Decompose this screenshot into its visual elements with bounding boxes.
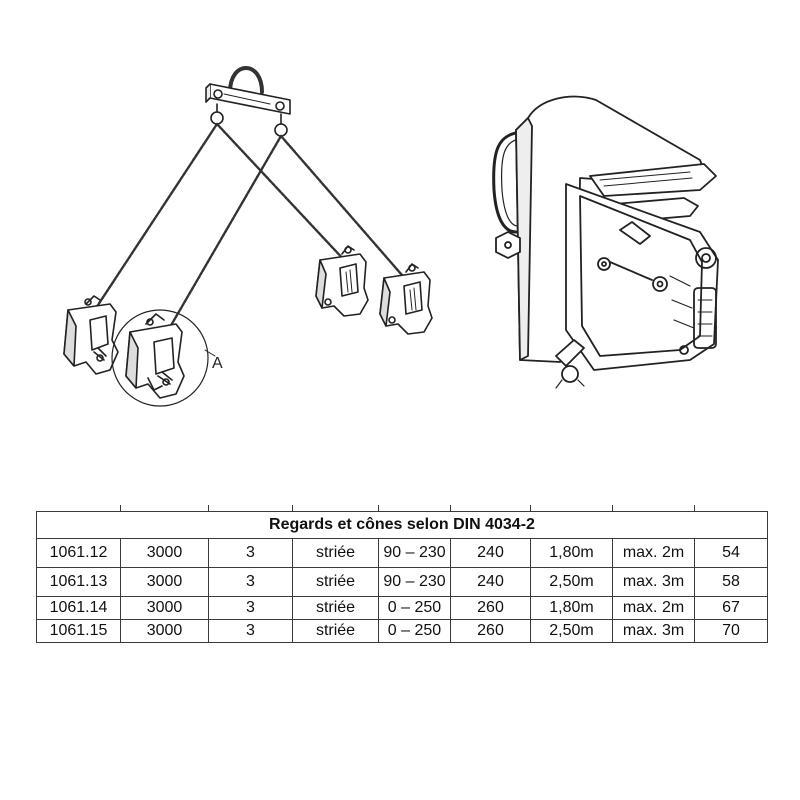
- cell-range: 0 – 250: [378, 619, 451, 643]
- clamp-mid-right-2: [379, 263, 433, 335]
- cell-diameter: max. 3m: [612, 567, 695, 597]
- cell-chain-length: 2,50m: [530, 619, 613, 643]
- detail-label-a: A: [212, 355, 223, 372]
- cell-article: 1061.14: [36, 596, 121, 620]
- cell-weight: 67: [694, 596, 768, 620]
- clamp-far-left: [63, 295, 119, 375]
- cell-article: 1061.13: [36, 567, 121, 597]
- cell-load: 3000: [120, 567, 209, 597]
- cell-weight: 58: [694, 567, 768, 597]
- cell-factor: 3: [208, 538, 293, 568]
- cell-diameter: max. 2m: [612, 596, 695, 620]
- cell-jaw: striée: [292, 619, 379, 643]
- table-caption: Regards et cônes selon DIN 4034-2: [36, 511, 768, 539]
- cell-load: 3000: [120, 596, 209, 620]
- cell-article: 1061.12: [36, 538, 121, 568]
- cell-load: 3000: [120, 619, 209, 643]
- cell-range: 90 – 230: [378, 538, 451, 568]
- cell-opening: 240: [450, 538, 531, 568]
- table-row: 1061.12 3000 3 striée 90 – 230 240 1,80m…: [36, 538, 768, 568]
- table-top-ticks: [36, 505, 768, 512]
- cell-opening: 260: [450, 596, 531, 620]
- cell-chain-length: 1,80m: [530, 596, 613, 620]
- clamp-detail: [125, 313, 185, 399]
- lifting-device-illustration: A: [63, 66, 719, 407]
- cell-factor: 3: [208, 596, 293, 620]
- cell-article: 1061.15: [36, 619, 121, 643]
- chains: [94, 122, 410, 336]
- clamp-mid-right-1: [315, 245, 369, 317]
- chain-sling-assembly: A: [63, 66, 433, 407]
- clamp-detail-large: [492, 95, 719, 389]
- cell-chain-length: 2,50m: [530, 567, 613, 597]
- cell-jaw: striée: [292, 538, 379, 568]
- table-caption-row: Regards et cônes selon DIN 4034-2: [36, 511, 768, 539]
- lifting-ring: [228, 66, 264, 94]
- clamp-pin: [555, 339, 585, 367]
- cell-range: 0 – 250: [378, 596, 451, 620]
- clamp-nut: [495, 231, 521, 259]
- specification-table: Regards et cônes selon DIN 4034-2 1061.1…: [36, 505, 768, 643]
- cell-factor: 3: [208, 619, 293, 643]
- cell-range: 90 – 230: [378, 567, 451, 597]
- cell-jaw: striée: [292, 567, 379, 597]
- cell-opening: 260: [450, 619, 531, 643]
- cell-diameter: max. 3m: [612, 619, 695, 643]
- cell-chain-length: 1,80m: [530, 538, 613, 568]
- cell-weight: 70: [694, 619, 768, 643]
- spreader-beam: [205, 83, 291, 115]
- cell-jaw: striée: [292, 596, 379, 620]
- cell-diameter: max. 2m: [612, 538, 695, 568]
- detail-circle-a: [111, 309, 209, 407]
- left-shackle: [210, 111, 224, 125]
- right-shackle: [274, 123, 288, 137]
- cell-load: 3000: [120, 538, 209, 568]
- clamp-handle: [492, 130, 524, 234]
- table-row: 1061.13 3000 3 striée 90 – 230 240 2,50m…: [36, 567, 768, 597]
- table-row: 1061.14 3000 3 striée 0 – 250 260 1,80m …: [36, 596, 768, 620]
- cell-opening: 240: [450, 567, 531, 597]
- table-row: 1061.15 3000 3 striée 0 – 250 260 2,50m …: [36, 619, 768, 643]
- cell-factor: 3: [208, 567, 293, 597]
- cell-weight: 54: [694, 538, 768, 568]
